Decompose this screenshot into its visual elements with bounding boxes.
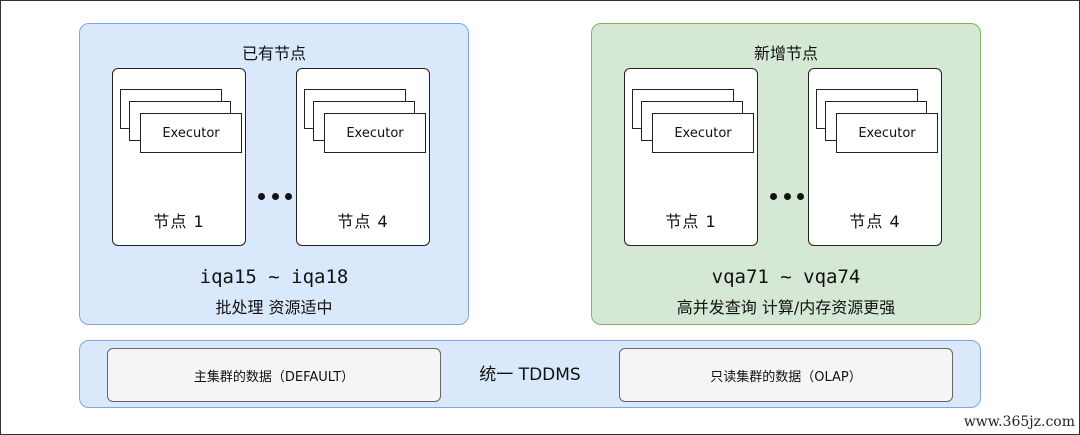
dot bbox=[783, 192, 791, 200]
node-label: 节点 4 bbox=[337, 212, 389, 231]
node-label: 节点 1 bbox=[665, 212, 717, 231]
dot bbox=[797, 192, 804, 200]
existing-group-title: 已有节点 bbox=[241, 44, 306, 63]
storage-layer: 主集群的数据（DEFAULT） 统一 TDDMS 只读集群的数据（OLAP） bbox=[79, 340, 981, 408]
existing-description: 批处理 资源适中 bbox=[215, 298, 333, 317]
added-node-4: Executor 节点 4 bbox=[808, 68, 942, 246]
added-host-range: vqa71 ~ vqa74 bbox=[711, 266, 861, 288]
existing-node-1: Executor 节点 1 bbox=[112, 68, 246, 246]
executor-box: Executor bbox=[652, 113, 754, 153]
added-nodes-group: 新增节点 Executor 节点 1 Executor 节点 4 vqa71 ~… bbox=[591, 23, 981, 325]
existing-nodes-group: 已有节点 Executor 节点 1 Executor 节点 4 iqa15 ~… bbox=[79, 23, 469, 325]
primary-cluster-data: 主集群的数据（DEFAULT） bbox=[107, 348, 441, 402]
dot bbox=[271, 192, 279, 200]
executor-box: Executor bbox=[140, 113, 242, 153]
added-node-1: Executor 节点 1 bbox=[624, 68, 758, 246]
added-description: 高并发查询 计算/内存资源更强 bbox=[676, 298, 896, 317]
readonly-cluster-data: 只读集群的数据（OLAP） bbox=[619, 348, 953, 402]
executor-box: Executor bbox=[836, 113, 938, 153]
dot bbox=[285, 192, 292, 200]
node-label: 节点 4 bbox=[849, 212, 901, 231]
existing-node-4: Executor 节点 4 bbox=[296, 68, 430, 246]
existing-host-range: iqa15 ~ iqa18 bbox=[199, 266, 349, 288]
dot bbox=[258, 192, 265, 200]
executor-box: Executor bbox=[324, 113, 426, 153]
ellipsis-dots bbox=[258, 190, 292, 202]
watermark: www.365jz.com bbox=[963, 414, 1075, 430]
storage-layer-title: 统一 TDDMS bbox=[479, 365, 581, 385]
added-group-title: 新增节点 bbox=[753, 44, 818, 63]
dot bbox=[770, 192, 777, 200]
ellipsis-dots bbox=[770, 190, 804, 202]
node-label: 节点 1 bbox=[153, 212, 205, 231]
